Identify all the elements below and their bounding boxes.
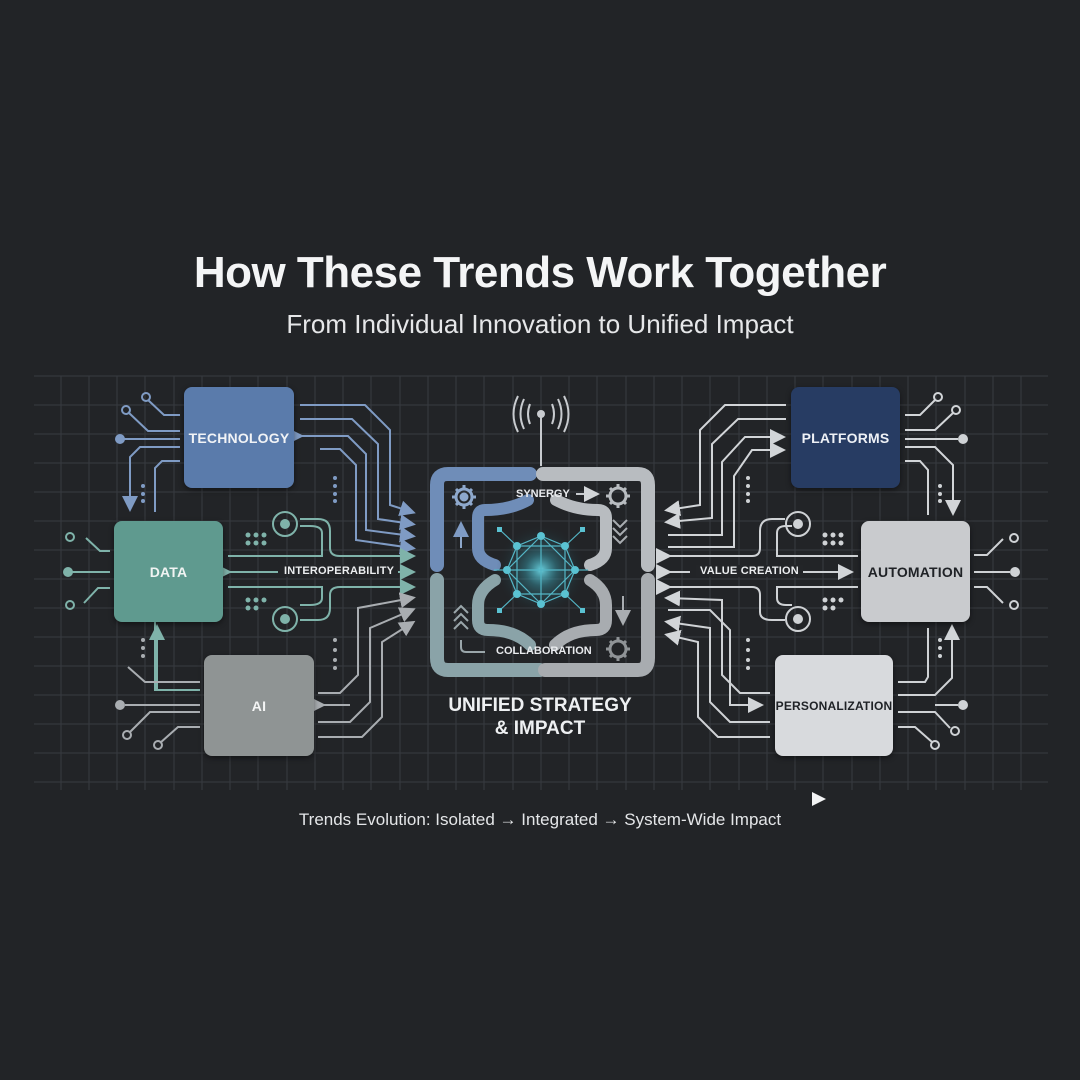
page-title: How These Trends Work Together: [193, 248, 887, 297]
synergy-frame: [430, 467, 655, 677]
personalization-connectors: [664, 590, 960, 750]
value-creation-label: VALUE CREATION: [696, 565, 803, 577]
arrow-right-icon: [812, 792, 826, 806]
evolution-caption: Trends Evolution: Isolated → Integrated …: [298, 810, 782, 829]
node-technology-label: TECHNOLOGY: [188, 429, 290, 446]
node-data-label: DATA: [149, 563, 188, 580]
ai-connectors: [122, 592, 416, 750]
node-automation-label: AUTOMATION: [867, 563, 964, 580]
page-subtitle: From Individual Innovation to Unified Im…: [286, 309, 794, 339]
node-platforms-label: PLATFORMS: [801, 429, 890, 446]
node-ai-label: AI: [251, 697, 267, 714]
gear-icon: [452, 485, 476, 509]
chevron-up-icon: [453, 604, 485, 653]
node-data[interactable]: DATA: [114, 521, 223, 622]
data-connectors: [65, 511, 416, 691]
node-personalization[interactable]: PERSONALIZATION: [775, 655, 893, 756]
node-technology[interactable]: TECHNOLOGY: [184, 387, 294, 488]
automation-connectors: [656, 511, 1019, 632]
technology-connectors: [121, 392, 416, 555]
node-automation[interactable]: AUTOMATION: [861, 521, 970, 622]
gear-icon-right: [606, 484, 630, 508]
center-title-line2: & IMPACT: [494, 718, 586, 739]
interoperability-label: INTEROPERABILITY: [280, 565, 399, 577]
platforms-connectors: [664, 392, 961, 548]
synergy-label: SYNERGY: [516, 488, 570, 500]
center-title: UNIFIED STRATEGY & IMPACT: [430, 694, 650, 740]
collaboration-label: COLLABORATION: [496, 645, 592, 657]
node-personalization-label: PERSONALIZATION: [775, 698, 893, 713]
gear-icon-bottom: [606, 637, 630, 661]
chevron-down-icon: [612, 519, 628, 545]
node-platforms[interactable]: PLATFORMS: [791, 387, 900, 488]
node-ai[interactable]: AI: [204, 655, 314, 756]
center-title-line1: UNIFIED STRATEGY: [448, 695, 632, 716]
antenna-icon: [512, 395, 570, 466]
